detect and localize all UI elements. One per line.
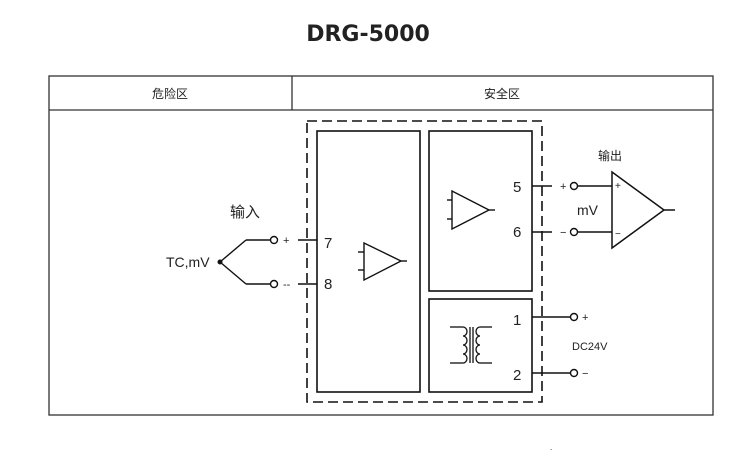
transformer-icon bbox=[450, 326, 492, 364]
output-minus-label: − bbox=[560, 227, 566, 239]
isolator-enclosure bbox=[306, 120, 543, 403]
receiver-amplifier-icon bbox=[611, 170, 675, 250]
output-label: 输出 bbox=[598, 148, 622, 163]
receiver-minus-label: − bbox=[615, 229, 621, 240]
power-wiring bbox=[532, 312, 579, 378]
input-label: 输入 bbox=[230, 204, 260, 221]
input-amplifier-icon bbox=[358, 241, 407, 282]
terminal-7-label: 7 bbox=[324, 235, 332, 252]
device-title: DRG-5000 bbox=[306, 22, 430, 47]
terminal-5-label: 5 bbox=[513, 179, 521, 196]
safe-zone-label: 安全区 bbox=[484, 86, 520, 101]
input-source-label: TC,mV bbox=[166, 254, 210, 270]
input-minus-label: -- bbox=[283, 279, 291, 291]
power-module bbox=[428, 298, 533, 393]
terminal-1-label: 1 bbox=[513, 312, 521, 329]
output-signal-label: mV bbox=[577, 202, 599, 218]
power-supply-label: DC24V bbox=[572, 341, 608, 353]
terminal-2-label: 2 bbox=[513, 367, 521, 384]
input-plus-label: + bbox=[283, 235, 289, 247]
output-wiring bbox=[532, 181, 612, 237]
power-plus-label: + bbox=[582, 312, 588, 324]
input-wiring bbox=[217, 235, 317, 289]
terminal-8-label: 8 bbox=[324, 276, 332, 293]
receiver-plus-label: + bbox=[615, 181, 621, 192]
zone-frame bbox=[48, 75, 714, 416]
output-plus-label: + bbox=[560, 181, 566, 193]
output-module bbox=[428, 130, 533, 292]
input-module bbox=[316, 130, 421, 393]
footnote-mark: . bbox=[550, 443, 552, 452]
hazardous-zone-label: 危险区 bbox=[152, 86, 188, 101]
output-amplifier-icon bbox=[447, 189, 495, 231]
power-minus-label: − bbox=[582, 368, 588, 380]
terminal-6-label: 6 bbox=[513, 224, 521, 241]
